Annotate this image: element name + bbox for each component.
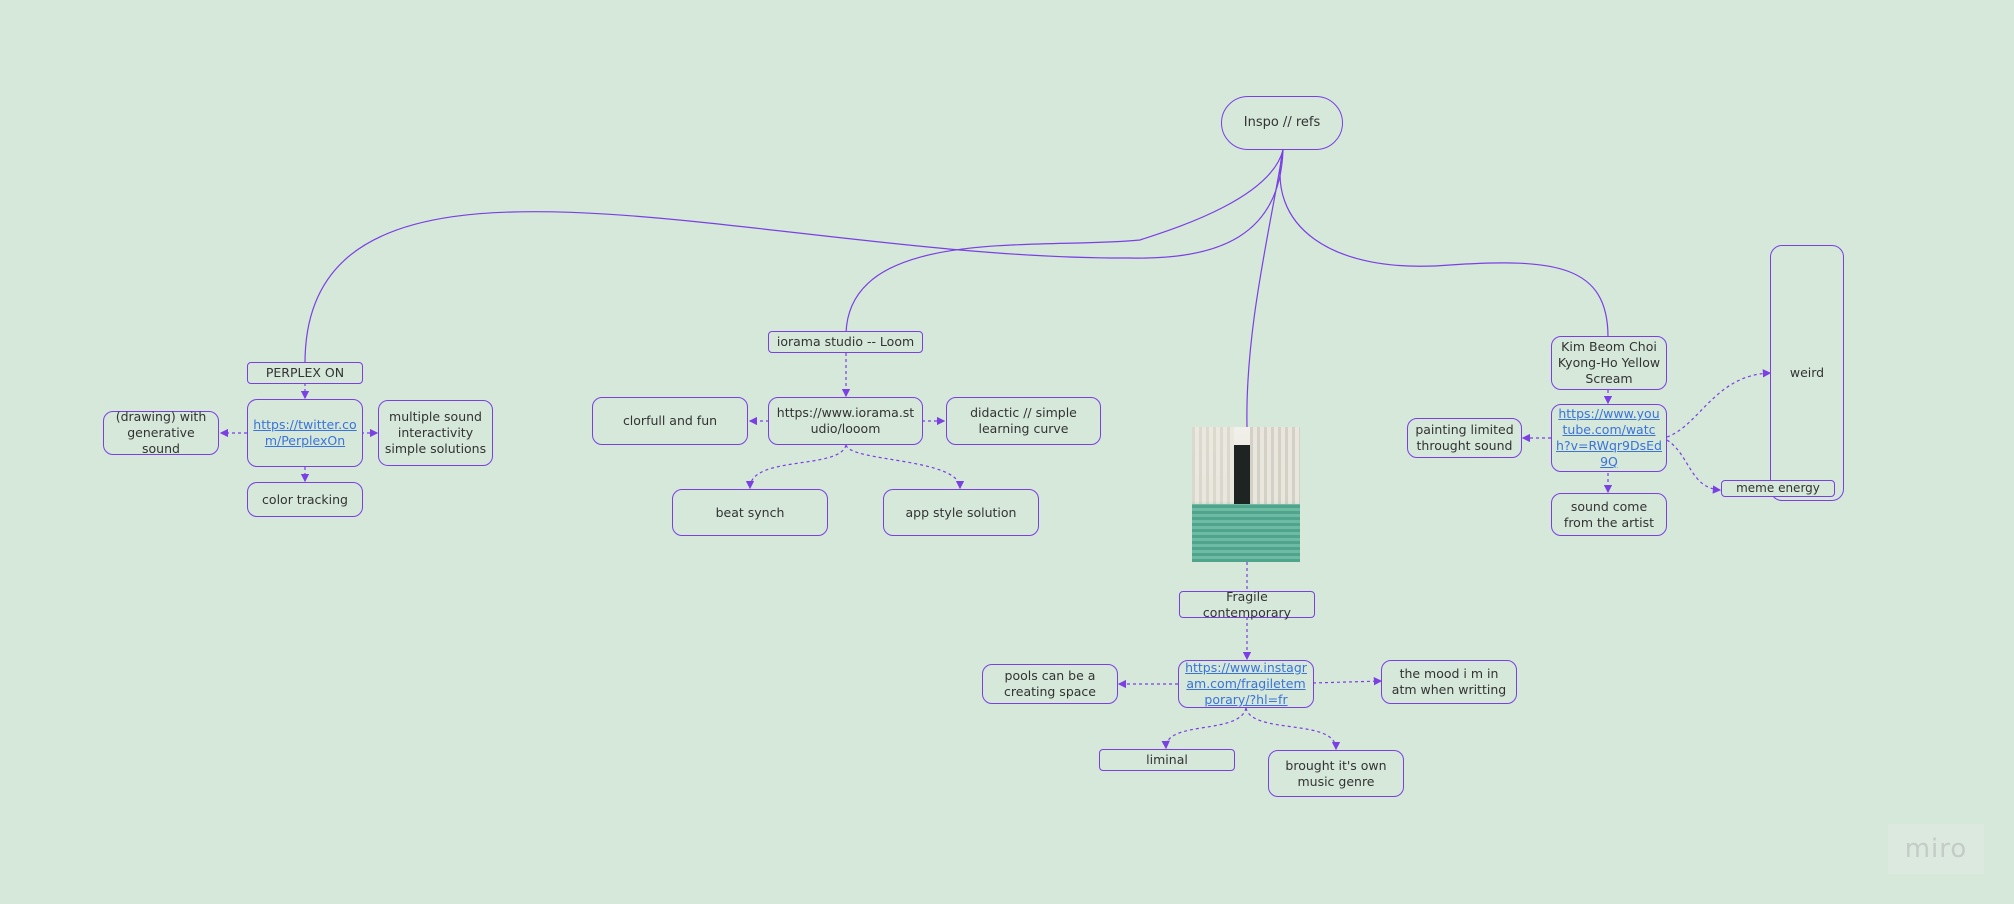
weird-node[interactable]: weird bbox=[1770, 245, 1844, 501]
connector-kim-meme bbox=[1666, 439, 1722, 494]
photo-pool-water bbox=[1192, 504, 1300, 562]
connector-iorama-below-right bbox=[845, 444, 965, 490]
photo-right-wall bbox=[1250, 427, 1300, 507]
connector-fragile-below-left bbox=[1161, 707, 1247, 750]
perplex-link-node[interactable]: https://twitter.com/PerplexOn bbox=[247, 399, 363, 467]
kim-left-node[interactable]: painting limited throught sound bbox=[1407, 418, 1522, 458]
meme-energy-node[interactable]: meme energy bbox=[1721, 480, 1835, 497]
photo-left-wall bbox=[1192, 427, 1234, 505]
iorama-below-left-node[interactable]: beat synch bbox=[672, 489, 828, 536]
connector-central-kim bbox=[1279, 149, 1609, 338]
connector-kim-weird bbox=[1666, 369, 1772, 438]
kim-below-node[interactable]: sound come from the artist bbox=[1551, 493, 1667, 536]
perplex-below-node[interactable]: color tracking bbox=[247, 482, 363, 517]
kim-youtube-link[interactable]: https://www.youtube.com/watch?v=RWqr9DsE… bbox=[1556, 406, 1662, 469]
fragile-below-right-node[interactable]: brought it's own music genre bbox=[1268, 750, 1404, 797]
iorama-left-node[interactable]: clorfull and fun bbox=[592, 397, 748, 445]
kim-title-node[interactable]: Kim Beom Choi Kyong-Ho Yellow Scream bbox=[1551, 336, 1667, 390]
fragile-right-node[interactable]: the mood i m in atm when writting bbox=[1381, 660, 1517, 704]
photo-doorway bbox=[1234, 445, 1250, 507]
iorama-right-node[interactable]: didactic // simple learning curve bbox=[946, 397, 1101, 445]
fragile-instagram-link[interactable]: https://www.instagram.com/fragiletempora… bbox=[1185, 660, 1307, 707]
pool-corridor-image[interactable] bbox=[1192, 427, 1300, 562]
miro-watermark-logo: miro bbox=[1888, 824, 1984, 874]
connector-fragile-right bbox=[1312, 677, 1383, 686]
fragile-link-node[interactable]: https://www.instagram.com/fragiletempora… bbox=[1178, 660, 1314, 708]
perplex-title-node[interactable]: PERPLEX ON bbox=[247, 362, 363, 384]
fragile-left-node[interactable]: pools can be a creating space bbox=[982, 664, 1118, 704]
connector-central-iorama bbox=[845, 149, 1284, 334]
connector-fragile-below-right bbox=[1245, 707, 1341, 751]
connector-central-perplex bbox=[304, 149, 1284, 364]
perplex-twitter-link[interactable]: https://twitter.com/PerplexOn bbox=[253, 417, 357, 448]
fragile-title-node[interactable]: Fragile contemporary bbox=[1179, 589, 1315, 620]
perplex-right-node[interactable]: multiple sound interactivity simple solu… bbox=[378, 400, 493, 466]
connector-iorama-below-left bbox=[745, 444, 847, 490]
iorama-link-node[interactable]: https://www.iorama.studio/looom bbox=[768, 397, 923, 445]
kim-link-node[interactable]: https://www.youtube.com/watch?v=RWqr9DsE… bbox=[1551, 404, 1667, 472]
iorama-below-right-node[interactable]: app style solution bbox=[883, 489, 1039, 536]
central-node-inspo-refs[interactable]: Inspo // refs bbox=[1221, 96, 1343, 150]
fragile-below-left-node[interactable]: liminal bbox=[1099, 749, 1235, 771]
iorama-title-node[interactable]: iorama studio -- Loom bbox=[768, 331, 923, 353]
perplex-left-node[interactable]: (drawing) with generative sound bbox=[103, 409, 219, 456]
connector-central-fragile bbox=[1246, 149, 1284, 428]
